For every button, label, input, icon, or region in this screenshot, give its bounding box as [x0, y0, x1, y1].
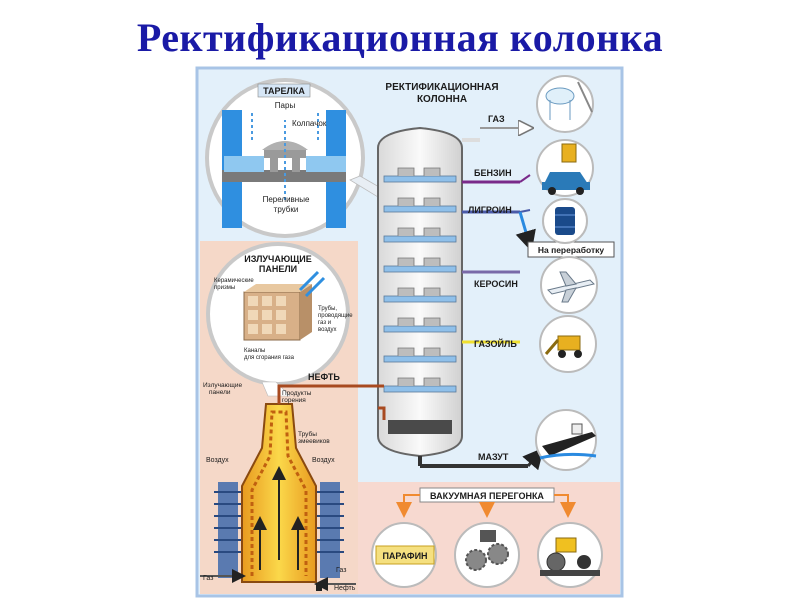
distillation-column: РЕКТИФИКАЦИОННАЯ КОЛОННА [330, 82, 528, 468]
car-icon [542, 172, 590, 195]
panels-title-1: ИЗЛУЧАЮЩИЕ [244, 254, 312, 264]
plate-overflow-label-1: Переливные [263, 195, 310, 204]
panels-inset: ИЗЛУЧАЮЩИЕ ПАНЕЛИ Керамические призмы Тр… [206, 242, 353, 397]
gears-icon [454, 522, 520, 588]
furnace-coil-label-1: Трубы [298, 430, 317, 438]
excavator-icon [539, 315, 597, 373]
product-ligroin-label: ЛИГРОИН [468, 205, 512, 215]
product-mazut-label: МАЗУТ [478, 452, 509, 462]
product-kerosene-label: КЕРОСИН [474, 279, 518, 289]
vacuum-title: ВАКУУМНАЯ ПЕРЕГОНКА [430, 491, 544, 501]
plate-title: ТАРЕЛКА [263, 86, 305, 96]
furnace-air-left-label: Воздух [206, 457, 229, 464]
panels-pipes-label-4: воздух [318, 327, 337, 333]
gas-tank-icon [536, 75, 594, 133]
panels-title-2: ПАНЕЛИ [259, 264, 297, 274]
airplane-icon [540, 256, 598, 314]
furnace-oil-in-label: Нефть [334, 585, 356, 592]
furnace-gas-right-label: Газ [336, 567, 346, 574]
page-title: Ректификационная колонка [136, 15, 664, 60]
product-gasoil-label: ГАЗОЙЛЬ [474, 338, 517, 349]
product-gasoline-label: БЕНЗИН [474, 168, 512, 178]
column-title-2: КОЛОННА [417, 94, 467, 105]
plate-vapors-label: Пары [275, 101, 296, 110]
furnace-coil-label-2: змеевиков [298, 438, 330, 445]
furnace-radiating-label-2: панели [209, 389, 231, 396]
road-roller-icon [537, 522, 603, 588]
furnace-radiating-label-1: Излучающие [203, 382, 242, 389]
processing-label: На переработку [538, 245, 605, 255]
panels-channels-label-1: Каналы [244, 348, 265, 354]
product-gas-label: ГАЗ [488, 114, 505, 124]
barrel-icon [542, 198, 588, 244]
column-title-1: РЕКТИФИКАЦИОННАЯ [385, 82, 498, 93]
furnace-air-right-label: Воздух [312, 457, 335, 464]
paraffin-icon: ПАРАФИН [371, 522, 437, 588]
panels-pipes-label-2: проводящие [318, 313, 353, 319]
panels-channels-label-2: для сгорания газа [244, 355, 295, 361]
ship-icon [535, 409, 597, 471]
panels-ceramic-label-2: призмы [214, 285, 235, 291]
plate-overflow-label-2: трубки [274, 205, 299, 214]
plate-cap-label: Колпачок [292, 119, 327, 128]
product-flows: ГАЗ БЕНЗИН ЛИГРОИН На переработку КЕРОСИ… [308, 114, 615, 471]
paraffin-label: ПАРАФИН [382, 551, 427, 561]
furnace-gas-left-label: Газ [203, 575, 213, 582]
tube-furnace: Излучающие панели Продукты горения Трубы… [200, 382, 356, 592]
oil-label: НЕФТЬ [308, 372, 340, 382]
furnace-products-label-1: Продукты [282, 390, 312, 397]
panels-pipes-label-1: Трубы, [318, 306, 337, 312]
gasoline-icons [536, 139, 594, 197]
vacuum-distillation: ВАКУУМНАЯ ПЕРЕГОНКА ПАРАФИН [371, 487, 603, 588]
plate-inset: ТАРЕЛКА Пары Колпачок Переливные трубки [205, 78, 413, 238]
panels-ceramic-label-1: Керамические [214, 278, 254, 284]
fuel-can-icon [561, 143, 577, 163]
furnace-products-label-2: горения [282, 397, 306, 404]
panels-pipes-label-3: газ и [318, 320, 331, 326]
